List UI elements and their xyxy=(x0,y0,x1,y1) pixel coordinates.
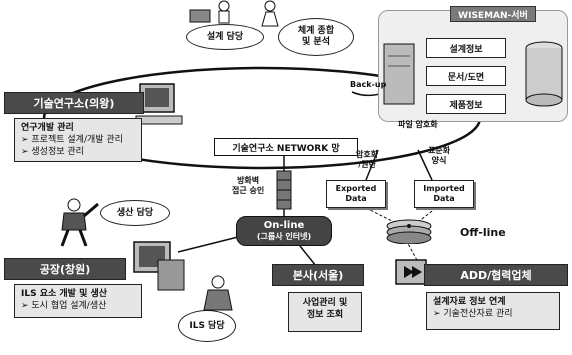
bubble-ils-label: ILS 담당 xyxy=(189,320,225,331)
add-computer-icon xyxy=(395,259,427,285)
factory-computer-icon xyxy=(133,241,185,291)
firewall-label: 방화벽 접근 승인 xyxy=(232,176,264,196)
link-network-exported xyxy=(365,149,379,181)
research-item-1: 연구개발 관리 xyxy=(21,123,74,133)
add-panel: 설계자료 정보 연계 ➢ 기술전산자료 관리 xyxy=(426,292,560,330)
online-title: On-line xyxy=(263,220,305,231)
factory-panel: ILS 요소 개발 및 생산 ➢ 도시 협업 설계/생산 xyxy=(14,284,142,318)
add-title-label: ADD/협력업체 xyxy=(460,269,532,282)
bubble-production: 생산 담당 xyxy=(100,200,170,226)
imported-line1: Imported xyxy=(423,184,465,193)
bubble-production-label: 생산 담당 xyxy=(116,207,154,218)
imported-data: Imported Data xyxy=(414,180,474,208)
research-title: 기술연구소(의왕) xyxy=(4,92,144,114)
exported-line2: Data xyxy=(345,194,367,203)
link-online-hq xyxy=(299,245,317,267)
factory-item-1: ILS 요소 개발 및 생산 xyxy=(21,289,108,299)
encrypt-line2: /권한 xyxy=(358,160,376,169)
hq-title-label: 본사(서울) xyxy=(292,269,344,282)
research-panel: 연구개발 관리 ➢ 프로젝트 설계/개발 관리 ➢ 생성정보 관리 xyxy=(14,118,142,162)
standard-line1: 표준화 xyxy=(428,146,451,155)
exported-data: Exported Data xyxy=(326,180,386,208)
standard-label: 표준화 양식 xyxy=(428,146,450,166)
hq-item-1: 사업관리 및 xyxy=(302,298,348,308)
db-design-label: 설계정보 xyxy=(449,44,483,55)
network-label-text: 기술연구소 NETWORK 망 xyxy=(232,143,340,154)
imported-line2: Data xyxy=(433,194,455,203)
research-item-3: ➢ 생성정보 관리 xyxy=(21,147,84,157)
db-docs: 문서/도면 xyxy=(426,66,506,86)
db-product: 제품정보 xyxy=(426,94,506,114)
db-design: 설계정보 xyxy=(426,38,506,58)
bubble-design: 설계 담당 xyxy=(186,24,264,50)
factory-title-label: 공장(창원) xyxy=(39,263,91,276)
research-title-label: 기술연구소(의왕) xyxy=(33,97,115,110)
offline-label: Off-line xyxy=(460,226,506,239)
db-docs-label: 문서/도면 xyxy=(447,72,485,83)
disk-stack-icon xyxy=(386,219,432,244)
server-tower-icon xyxy=(383,43,415,105)
server-title-label: WISEMAN-서버 xyxy=(458,10,528,21)
link-online-factory xyxy=(177,235,243,253)
factory-item-2: ➢ 도시 협업 설계/생산 xyxy=(21,301,107,311)
worker-person-icon xyxy=(60,198,99,247)
research-computer-icon xyxy=(135,83,183,125)
online-subtitle: (그룹사 인터넷) xyxy=(256,232,312,241)
exported-line1: Exported xyxy=(335,184,377,193)
designer-person-icon xyxy=(189,0,230,24)
hq-panel: 사업관리 및 정보 조회 xyxy=(288,292,362,332)
encrypt-line1: 암호화 xyxy=(356,150,379,159)
standard-line2: 양식 xyxy=(431,156,447,165)
firewall-icon xyxy=(276,170,292,210)
file-encrypt-label: 파일 암호화 xyxy=(398,120,438,129)
add-item-1: 설계자료 정보 연계 xyxy=(433,297,506,307)
bubble-design-label: 설계 담당 xyxy=(206,31,244,42)
factory-title: 공장(창원) xyxy=(4,258,126,280)
network-label: 기술연구소 NETWORK 망 xyxy=(214,138,358,156)
backup-label: Back-up xyxy=(350,80,387,89)
firewall-line1: 방화벽 xyxy=(237,176,260,185)
research-item-2: ➢ 프로젝트 설계/개발 관리 xyxy=(21,135,123,145)
storage-cylinder-icon xyxy=(525,41,563,107)
add-title: ADD/협력업체 xyxy=(424,264,568,286)
online-node: On-line (그룹사 인터넷) xyxy=(236,216,332,246)
bubble-analysis-line1: 체계 종합 xyxy=(297,26,335,36)
firewall-line2: 접근 승인 xyxy=(232,186,265,195)
bubble-analysis: 체계 종합 및 분석 xyxy=(278,18,354,56)
bubble-analysis-line2: 및 분석 xyxy=(302,37,330,47)
link-network-imported xyxy=(417,149,433,181)
ils-person-icon xyxy=(203,275,233,311)
hq-item-2: 정보 조회 xyxy=(306,310,344,320)
add-item-2: ➢ 기술전산자료 관리 xyxy=(433,309,513,319)
db-product-label: 제품정보 xyxy=(449,100,483,111)
encrypt-label: 암호화 /권한 xyxy=(356,150,378,170)
hq-title: 본사(서울) xyxy=(272,264,364,286)
bubble-ils: ILS 담당 xyxy=(178,310,236,342)
analyst-person-icon xyxy=(261,0,279,27)
server-title: WISEMAN-서버 xyxy=(450,6,536,22)
